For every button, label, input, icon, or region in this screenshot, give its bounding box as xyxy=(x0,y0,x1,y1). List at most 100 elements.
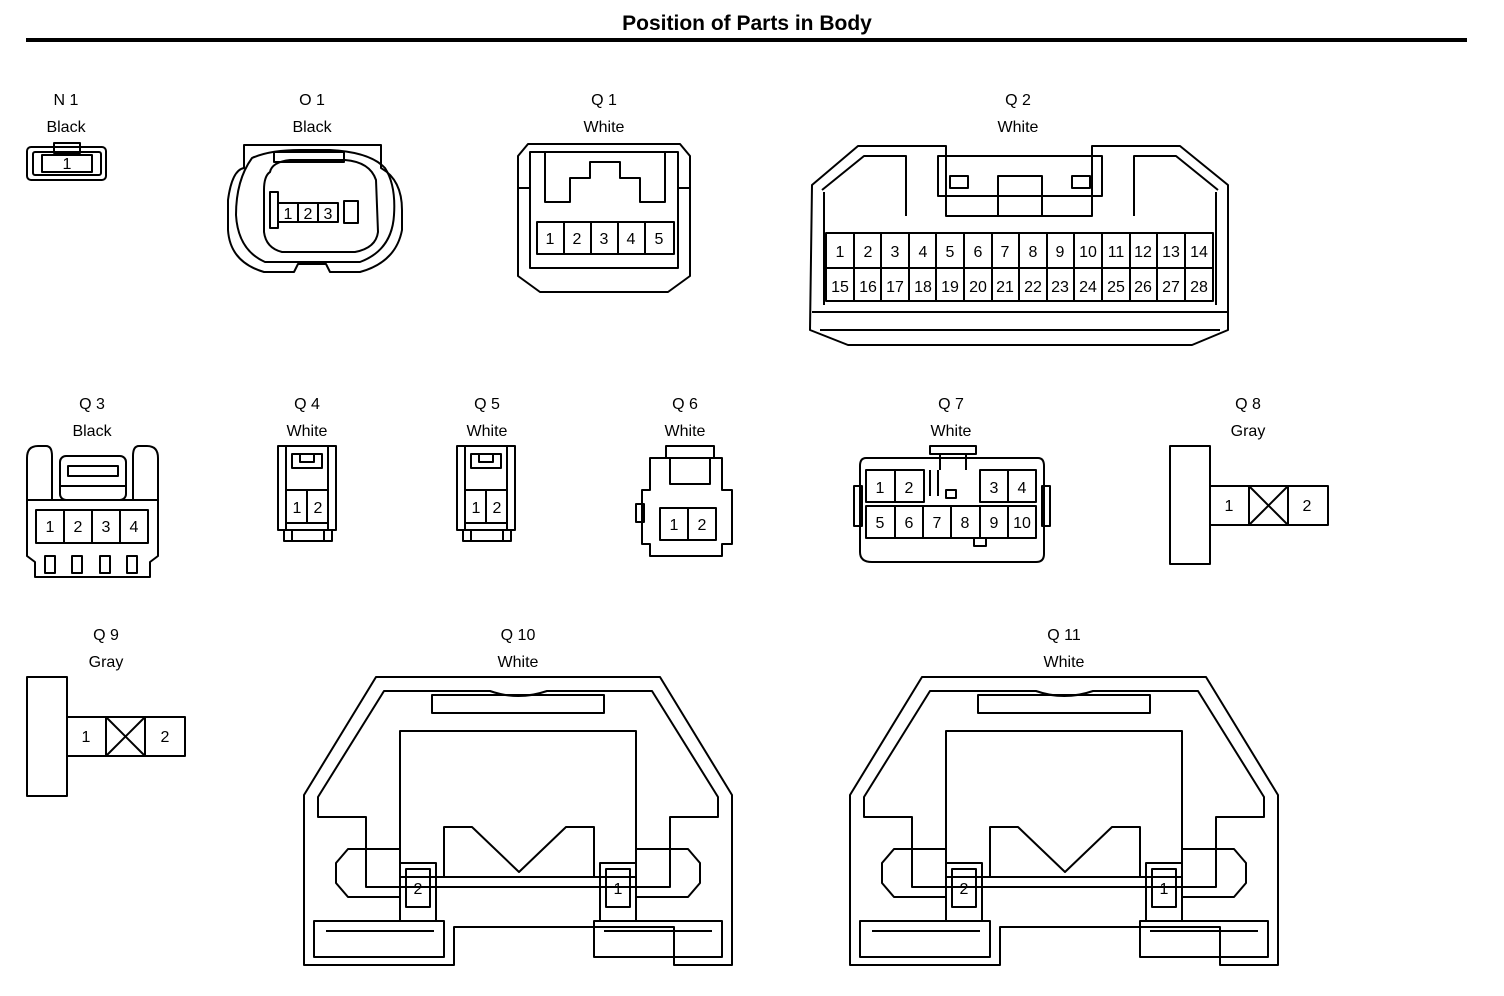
pin-label: 1 xyxy=(614,881,623,898)
pin-label: 25 xyxy=(1107,279,1125,296)
connector-id: Q 7 xyxy=(938,396,964,413)
pin-label: 2 xyxy=(905,480,914,497)
pin-label: 15 xyxy=(831,279,849,296)
pin-label: 14 xyxy=(1190,244,1208,261)
pin-label: 17 xyxy=(886,279,904,296)
pin-label: 8 xyxy=(961,515,970,532)
pin-label: 4 xyxy=(130,519,139,536)
connector-label-q7: Q 7 White xyxy=(901,397,1001,451)
connector-color: White xyxy=(1043,654,1085,671)
pin-label: 6 xyxy=(974,244,983,261)
pin-label: 27 xyxy=(1162,279,1180,296)
connector-label-q8: Q 8 Gray xyxy=(1198,397,1298,451)
pin-label: 18 xyxy=(914,279,932,296)
pin-label: 2 xyxy=(414,881,423,898)
pin-label: 16 xyxy=(859,279,877,296)
connector-label-q2: Q 2 White xyxy=(968,93,1068,147)
page-title: Position of Parts in Body xyxy=(622,12,872,35)
pin-label: 2 xyxy=(1303,498,1312,515)
pin-label: 5 xyxy=(946,244,955,261)
connector-label-q1: Q 1 White xyxy=(554,93,654,147)
pin-label: 10 xyxy=(1079,244,1097,261)
pin-label: 3 xyxy=(324,206,333,223)
pin-label: 21 xyxy=(996,279,1014,296)
connector-color: White xyxy=(583,119,625,136)
pin-label: 2 xyxy=(493,500,502,517)
connector-q9: 1 2 xyxy=(26,676,186,797)
connector-q4: 1 2 xyxy=(277,445,337,542)
connector-q1: 1 2 3 4 5 xyxy=(517,143,691,293)
pin-label: 6 xyxy=(905,515,914,532)
pin-label: 10 xyxy=(1013,515,1031,532)
connector-id: Q 1 xyxy=(591,92,617,109)
pin-label: 11 xyxy=(1108,244,1125,261)
connector-color: Black xyxy=(72,423,112,440)
pin-label: 20 xyxy=(969,279,987,296)
pin-label: 2 xyxy=(573,231,582,248)
pin-label: 1 xyxy=(836,244,845,261)
connector-color: White xyxy=(930,423,972,440)
connector-id: N 1 xyxy=(53,92,79,109)
connector-o1: 1 2 3 xyxy=(227,144,403,273)
pin-label: 1 xyxy=(1160,881,1169,898)
pin-label: 5 xyxy=(876,515,885,532)
connector-label-q4: Q 4 White xyxy=(257,397,357,451)
connector-color: White xyxy=(466,423,508,440)
pin-label: 24 xyxy=(1079,279,1097,296)
connector-color: Black xyxy=(292,119,332,136)
connector-label-q11: Q 11 White xyxy=(1014,628,1114,682)
connector-color: White xyxy=(286,423,328,440)
pin-label: 1 xyxy=(546,231,555,248)
pin-label: 12 xyxy=(1134,244,1152,261)
pin-label: 1 xyxy=(670,517,679,534)
pin-label: 26 xyxy=(1134,279,1152,296)
connector-label-q9: Q 9 Gray xyxy=(56,628,156,682)
connector-q3: 1 2 3 4 xyxy=(26,445,159,578)
pin-label: 2 xyxy=(698,517,707,534)
pin-label: 2 xyxy=(304,206,313,223)
connector-id: Q 2 xyxy=(1005,92,1031,109)
connector-color: White xyxy=(664,423,706,440)
connector-q6: 1 2 xyxy=(635,445,733,557)
pin-label: 19 xyxy=(941,279,959,296)
connector-color: White xyxy=(497,654,539,671)
connector-id: Q 6 xyxy=(672,396,698,413)
connector-color: Black xyxy=(46,119,86,136)
pin-label: 1 xyxy=(63,156,72,173)
pin-label: 1 xyxy=(472,500,481,517)
pin-label: 2 xyxy=(161,729,170,746)
pin-label: 1 xyxy=(284,206,293,223)
pin-label: 4 xyxy=(919,244,928,261)
connector-id: Q 10 xyxy=(500,627,536,644)
connector-id: Q 9 xyxy=(93,627,119,644)
connector-label-o1: O 1 Black xyxy=(262,93,362,147)
pin-label: 1 xyxy=(293,500,302,517)
connector-q11: 2 1 xyxy=(849,676,1279,966)
pin-label: 3 xyxy=(600,231,609,248)
pin-label: 9 xyxy=(990,515,999,532)
connector-label-q3: Q 3 Black xyxy=(42,397,142,451)
pin-label: 22 xyxy=(1024,279,1042,296)
pin-label: 1 xyxy=(1225,498,1234,515)
connector-n1: 1 xyxy=(26,142,107,181)
connector-id: Q 3 xyxy=(79,396,105,413)
pin-label: 9 xyxy=(1056,244,1065,261)
pin-label: 4 xyxy=(627,231,636,248)
q2-pin-grid xyxy=(853,233,1186,301)
connector-label-q10: Q 10 White xyxy=(468,628,568,682)
pin-label: 8 xyxy=(1029,244,1038,261)
pin-label: 7 xyxy=(1001,244,1010,261)
connector-id: Q 5 xyxy=(474,396,500,413)
pin-label: 1 xyxy=(876,480,885,497)
connector-color: Gray xyxy=(88,654,124,671)
connector-q10: 2 1 xyxy=(303,676,733,966)
title-rule xyxy=(26,38,1467,42)
pin-label: 2 xyxy=(864,244,873,261)
connector-q5: 1 2 xyxy=(456,445,516,542)
connector-id: O 1 xyxy=(299,92,325,109)
connector-label-q6: Q 6 White xyxy=(635,397,735,451)
connector-label-q5: Q 5 White xyxy=(437,397,537,451)
pin-label: 4 xyxy=(1018,480,1027,497)
pin-label: 2 xyxy=(74,519,83,536)
